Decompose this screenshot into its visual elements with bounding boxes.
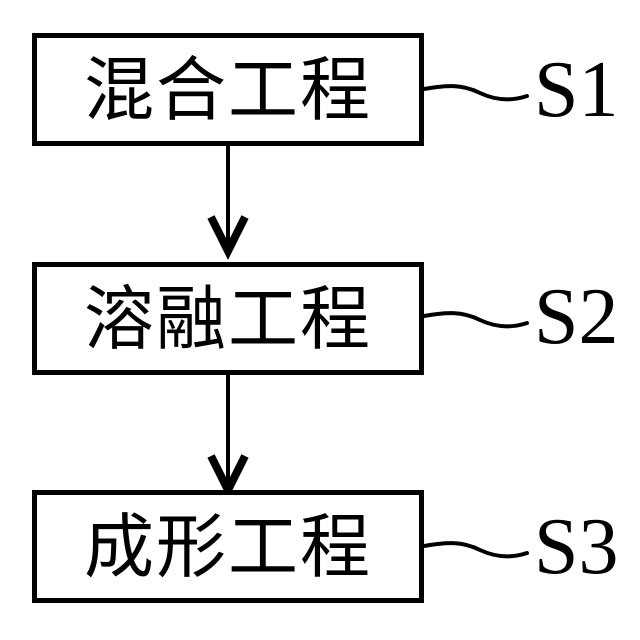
leader-line-s1 bbox=[422, 84, 529, 102]
reference-label-s3: S3 bbox=[534, 503, 619, 591]
process-box-s1-label: 混合工程 bbox=[84, 48, 372, 131]
reference-label-s2: S2 bbox=[534, 273, 619, 361]
process-box-s3-label: 成形工程 bbox=[84, 505, 372, 588]
process-box-s1[interactable]: 混合工程 bbox=[32, 33, 424, 146]
process-box-s2[interactable]: 溶融工程 bbox=[32, 262, 424, 375]
connector-arrow-s2-to-s3 bbox=[207, 375, 249, 499]
reference-label-s1: S1 bbox=[534, 46, 619, 134]
process-box-s2-label: 溶融工程 bbox=[84, 277, 372, 360]
leader-line-s3 bbox=[422, 541, 529, 559]
connector-arrow-s1-to-s2 bbox=[207, 146, 249, 260]
process-box-s3[interactable]: 成形工程 bbox=[32, 490, 424, 603]
leader-line-s2 bbox=[422, 311, 529, 329]
